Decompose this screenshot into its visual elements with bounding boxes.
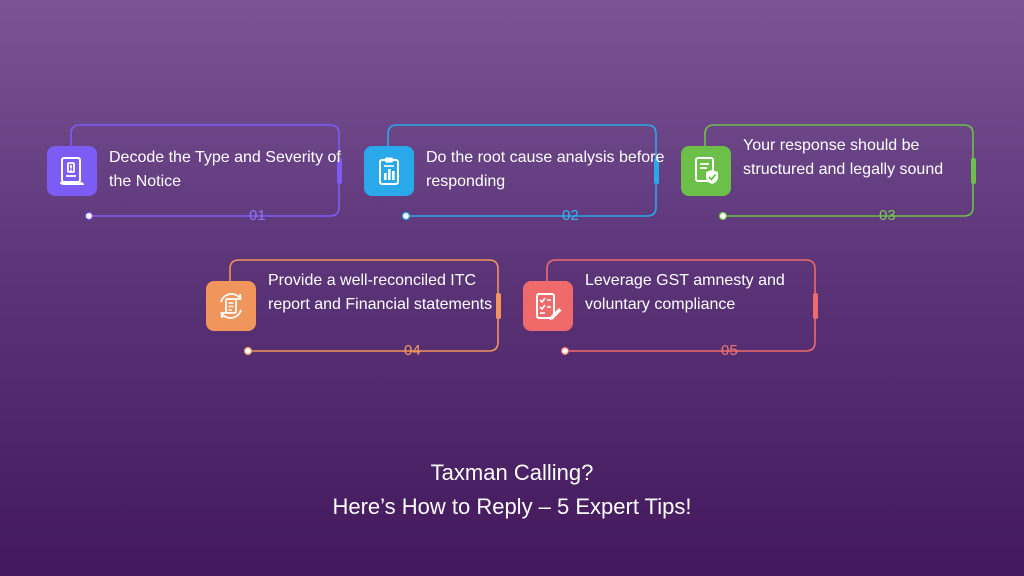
page-title: Taxman Calling? Here’s How to Reply – 5 …: [0, 456, 1024, 524]
tip-card-4: Provide a well-reconciled ITC report and…: [206, 257, 506, 359]
checklist-pen-icon: [523, 281, 573, 331]
clipboard-chart-icon: [364, 146, 414, 196]
tip-card-frame: [546, 259, 818, 356]
tip-text: Decode the Type and Severity of the Noti…: [109, 149, 341, 190]
tip-card-2: Do the root cause analysis before respon…: [364, 122, 665, 224]
tip-number: 04: [404, 342, 421, 359]
tip-card-frame: [229, 259, 501, 356]
tip-card-5: Leverage GST amnesty and voluntary compl…: [523, 257, 823, 359]
tip-text: Your response should be structured and l…: [743, 137, 944, 178]
notice-document-icon: [47, 146, 97, 196]
title-line-2: Here’s How to Reply – 5 Expert Tips!: [332, 494, 692, 519]
refresh-clipboard-icon: [206, 281, 256, 331]
document-shield-icon: [681, 146, 731, 196]
tip-card-frame: [70, 124, 342, 221]
tip-card-3: Your response should be structured and l…: [681, 122, 981, 224]
tip-number: 01: [249, 207, 266, 224]
tip-number: 03: [879, 207, 896, 224]
title-line-1: Taxman Calling?: [430, 460, 594, 485]
tip-card-1: Decode the Type and Severity of the Noti…: [47, 122, 347, 224]
tip-text: Do the root cause analysis before respon…: [426, 149, 665, 190]
tip-text: Leverage GST amnesty and voluntary compl…: [585, 272, 785, 313]
tip-number: 05: [721, 342, 738, 359]
tip-text: Provide a well-reconciled ITC report and…: [268, 272, 493, 313]
tip-number: 02: [562, 207, 579, 224]
tip-card-frame: [704, 124, 976, 221]
tip-card-frame: [387, 124, 659, 221]
